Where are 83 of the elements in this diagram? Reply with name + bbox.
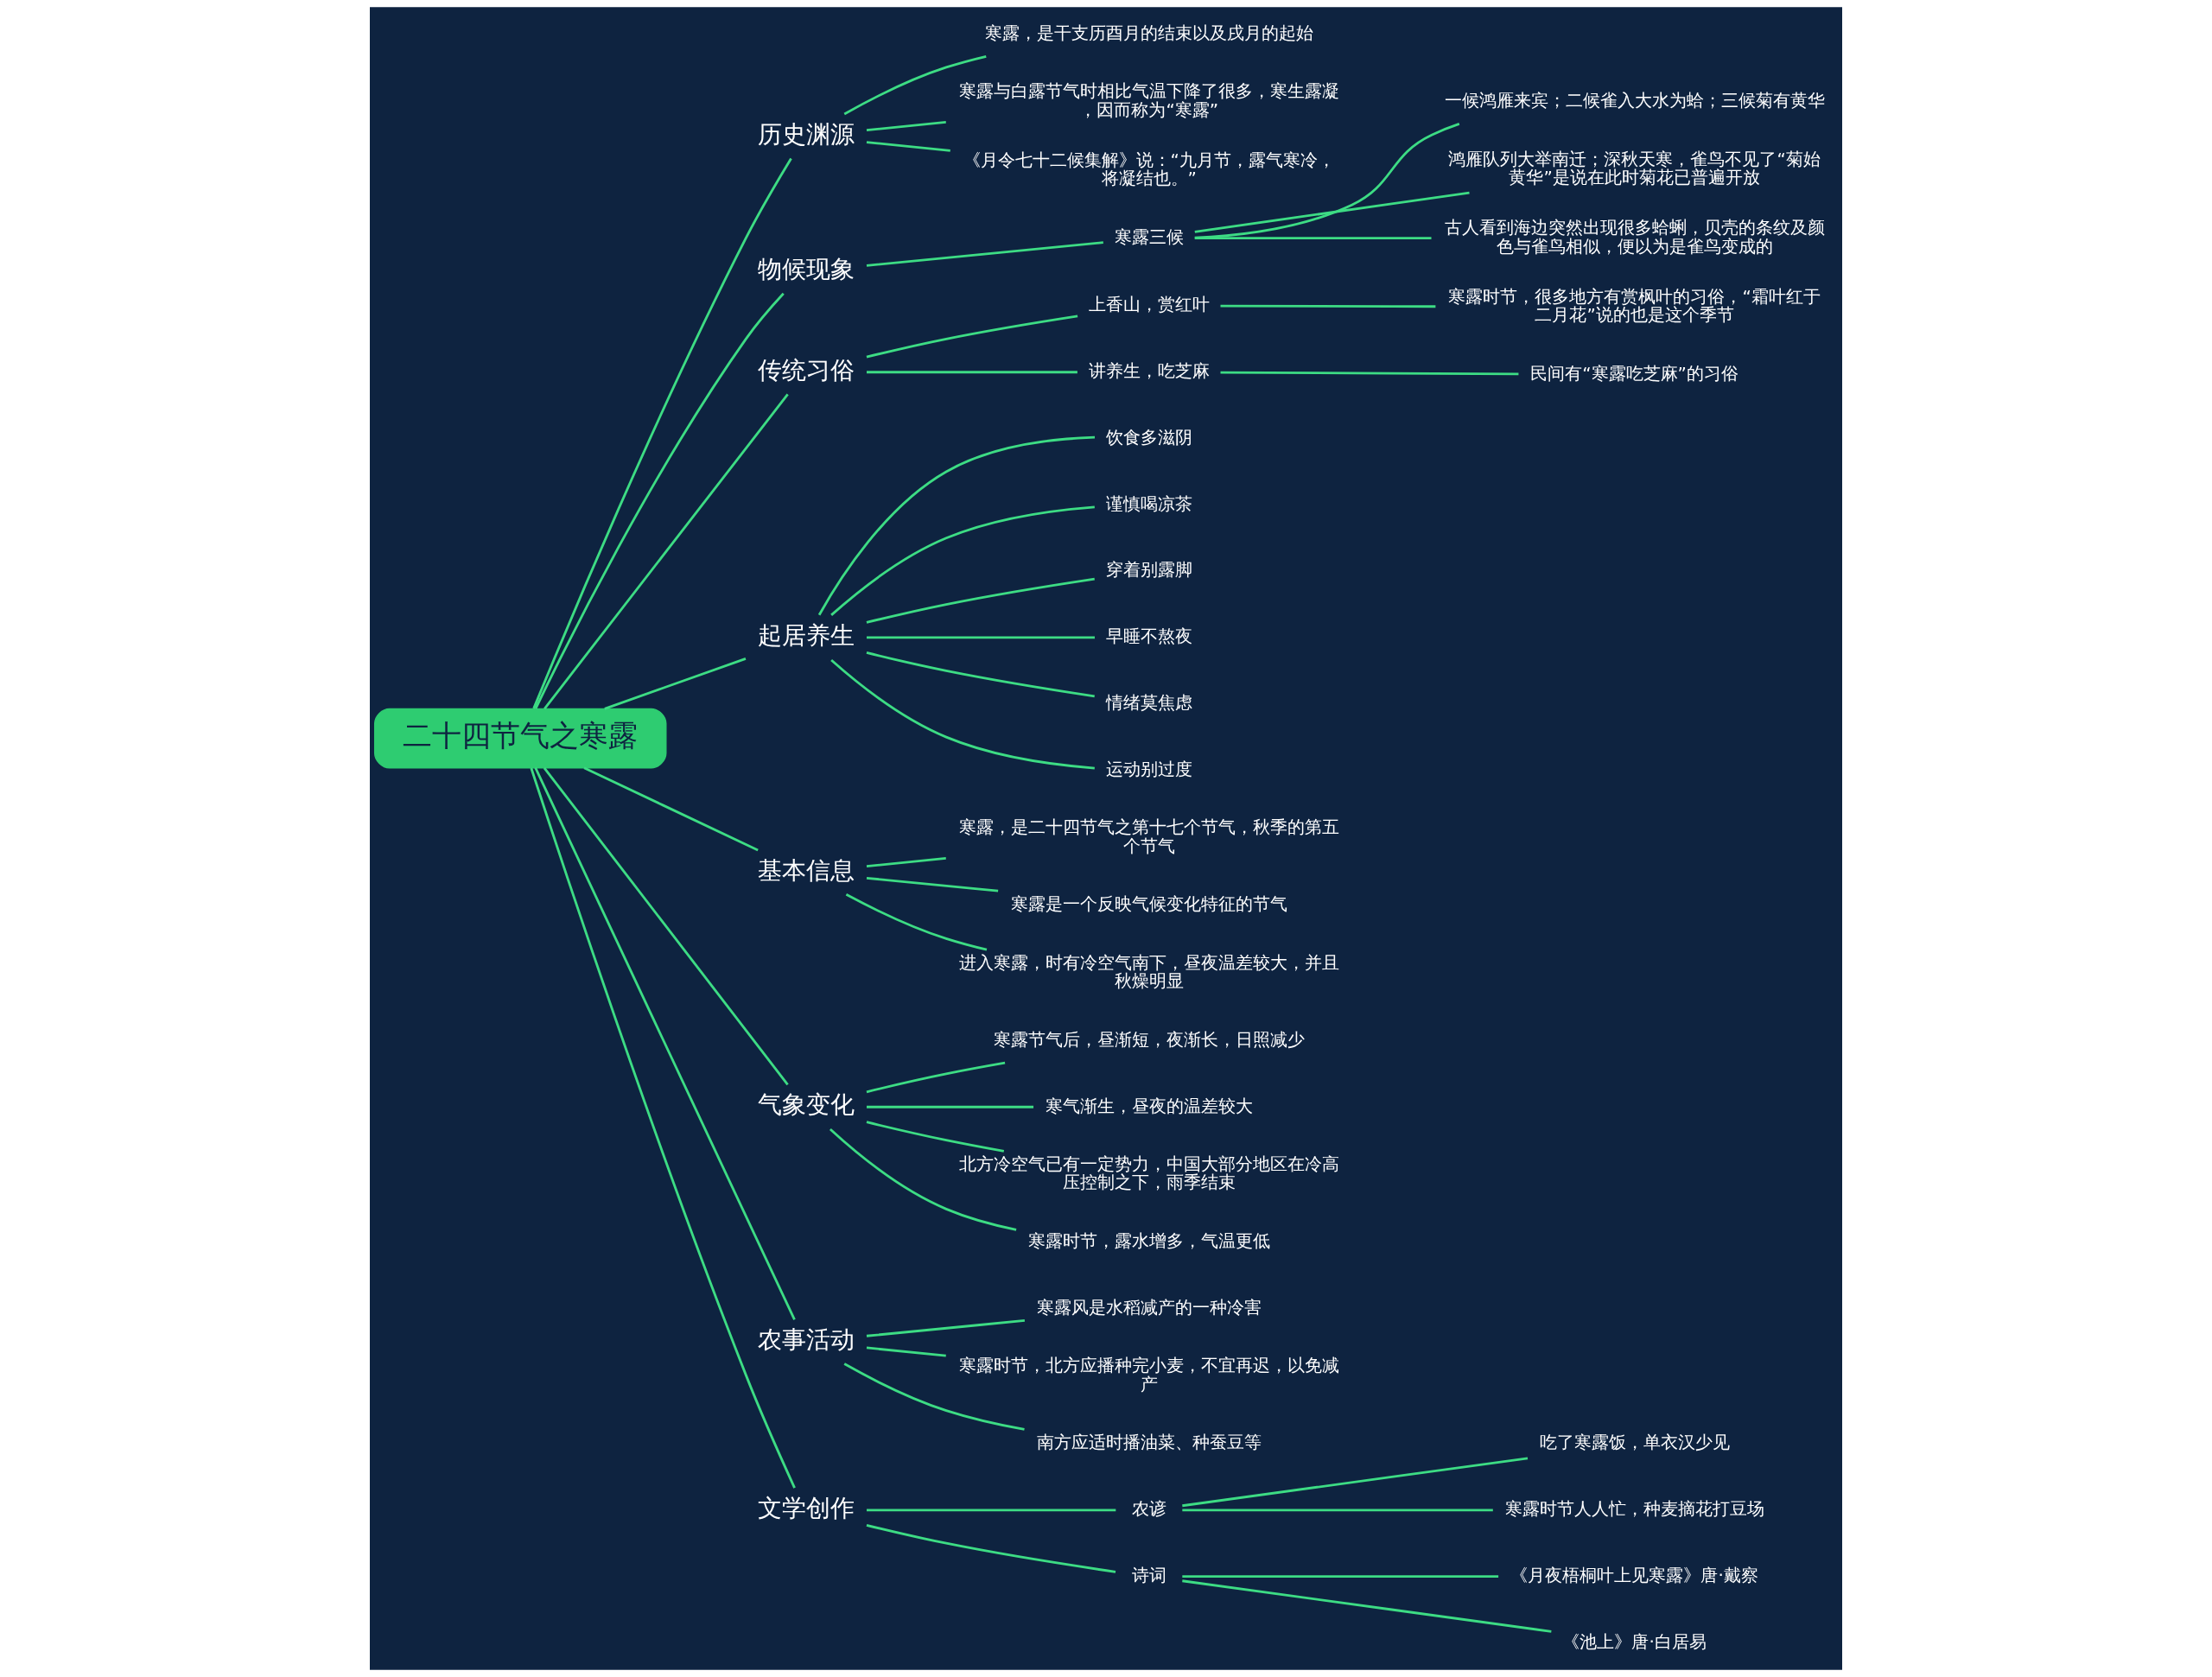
node-text: 寒露时节，很多地方有赏枫叶的习俗，“霜叶红于二月花”说的也是这个季节 (1448, 286, 1821, 326)
connector (1220, 304, 1436, 308)
node-text: 寒露，是二十四节气之第十七个节气，秋季的第五个节气 (958, 817, 1339, 856)
node-text: 鸿雁队列大举南迁；深秋天寒，雀鸟不见了“菊始黄华”是说在此时菊花已普遍开放 (1448, 149, 1821, 187)
node-text: 古人看到海边突然出现很多蛤蜊，贝壳的条纹及颜色与雀鸟相似，便以为是雀鸟变成的 (1444, 218, 1825, 257)
connector (845, 893, 988, 951)
connector (843, 1363, 1025, 1431)
node-text: 讲养生，吃芝麻 (1088, 360, 1210, 381)
connector (866, 577, 1095, 624)
connector (830, 658, 1095, 770)
node-text: 上香山，赏红叶 (1088, 295, 1210, 315)
node-text: 寒露风是水稻减产的一种冷害 (1036, 1297, 1262, 1318)
node-text: 民间有“寒露吃芝麻”的习俗 (1530, 363, 1738, 384)
node-text: 寒露时节，露水增多，气温更低 (1027, 1231, 1270, 1252)
connector (1220, 371, 1519, 376)
node-box: 二十四节气之寒露 (374, 708, 667, 769)
node-text: 历史渊源 (757, 119, 855, 149)
connector (583, 766, 759, 852)
node-text: 文学创作 (757, 1493, 855, 1522)
connector (866, 314, 1078, 359)
connector (867, 1509, 1116, 1512)
node-text: 基本信息 (757, 855, 855, 885)
connector (543, 393, 789, 710)
connector (1182, 1575, 1499, 1579)
connector (532, 157, 792, 709)
connector (1182, 1509, 1493, 1512)
node-text: 《月令七十二候集解》说：“九月节，露气寒冷，将凝结也。” (963, 150, 1335, 189)
node-text: 农事活动 (757, 1325, 855, 1355)
node-text: 寒露时节，北方应播种完小麦，不宜再迟，以免减产 (958, 1356, 1339, 1394)
node-text: 早睡不熬夜 (1105, 626, 1192, 647)
connector (843, 54, 987, 116)
connector (1194, 123, 1460, 239)
connector (530, 767, 796, 1489)
node-text: 情绪莫焦虑 (1105, 693, 1192, 714)
node-text: 起居养生 (757, 621, 855, 651)
node-text: 寒露节气后，昼渐短，夜渐长，日照减少 (993, 1029, 1305, 1050)
connector (1194, 191, 1470, 233)
node-text: 寒露时节人人忙，种麦摘花打豆场 (1504, 1499, 1764, 1520)
connector (1194, 237, 1432, 240)
node-text: 寒露三候 (1114, 226, 1184, 247)
connector (543, 766, 789, 1086)
node-text: 诗词 (1131, 1565, 1166, 1585)
node-text: 南方应适时播油菜、种蚕豆等 (1036, 1432, 1262, 1453)
connector (866, 1523, 1116, 1573)
connector (866, 141, 950, 152)
node-text: 谨慎喝凉茶 (1105, 493, 1192, 514)
node-text: 吃了寒露饭，单衣汉少见 (1539, 1432, 1730, 1453)
node-text: 运动别过度 (1105, 759, 1192, 779)
connector (866, 1346, 946, 1357)
connector (867, 1105, 1034, 1108)
node-text: 进入寒露，时有冷空气南下，昼夜温差较大，并且秋燥明显 (958, 952, 1339, 992)
connector (867, 636, 1095, 639)
connector (534, 767, 796, 1320)
node-text: 穿着别露脚 (1105, 560, 1192, 581)
node-text: 《月夜梧桐叶上见寒露》唐·戴察 (1510, 1565, 1758, 1585)
connector (867, 371, 1077, 374)
node-text: 物候现象 (757, 255, 855, 284)
connector (604, 657, 747, 710)
connector (1182, 1457, 1529, 1508)
node-text: 寒露与白露节气时相比气温下降了很多，寒生露凝，因而称为“寒露” (958, 81, 1339, 120)
connector (1182, 1579, 1552, 1633)
node-text: 北方冷空气已有一定势力，中国大部分地区在冷高压控制之下，雨季结束 (958, 1154, 1339, 1193)
connector (866, 241, 1103, 267)
connector (866, 1121, 1005, 1153)
connector (866, 876, 999, 892)
node-text: 农谚 (1131, 1499, 1166, 1520)
node-text: 寒气渐生，昼夜的温差较大 (1045, 1096, 1253, 1116)
node-text: 《池上》唐·白居易 (1562, 1631, 1707, 1652)
connector (866, 651, 1095, 698)
node-text: 寒露，是干支历酉月的结束以及戌月的起始 (984, 22, 1313, 43)
node-text: 一候鸿雁来宾；二候雀入大水为蛤；三候菊有黄华 (1444, 91, 1825, 111)
node-text: 气象变化 (757, 1090, 855, 1120)
node-text: 饮食多滋阴 (1105, 427, 1192, 448)
connector (866, 1319, 1026, 1337)
node-text: 寒露是一个反映气候变化特征的节气 (1010, 894, 1287, 915)
connector (829, 1128, 1017, 1231)
connector (866, 857, 946, 868)
connector (830, 505, 1095, 616)
connector (817, 435, 1096, 616)
connector (534, 292, 785, 709)
connector (866, 1061, 1006, 1094)
node-text: 传统习俗 (757, 355, 855, 384)
connector (866, 121, 946, 132)
